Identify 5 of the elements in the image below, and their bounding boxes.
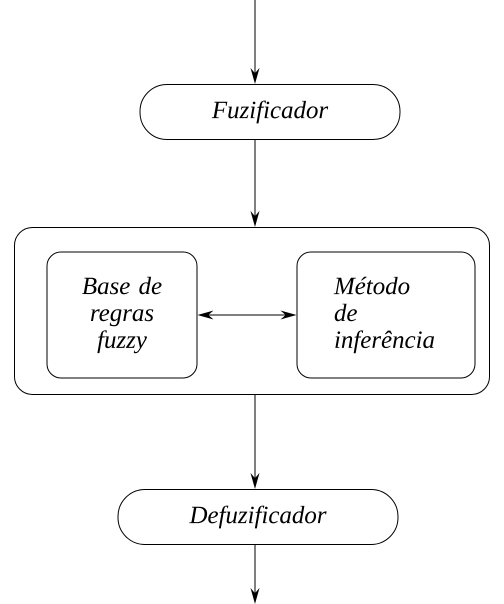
- stage-box: Defuzificador: [118, 489, 398, 545]
- stage-box: Fuzificador: [140, 84, 400, 140]
- process-box: Método de inferência: [296, 252, 476, 378]
- process-box: Base de regras fuzzy: [46, 252, 198, 378]
- group-box: [14, 227, 490, 395]
